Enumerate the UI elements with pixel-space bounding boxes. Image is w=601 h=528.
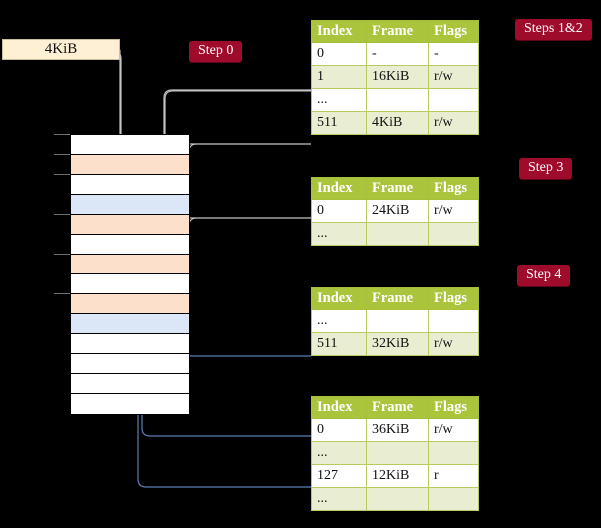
memory-frame-row	[71, 393, 189, 414]
cell-index: ...	[311, 222, 367, 246]
memory-tick-mark	[54, 293, 70, 295]
memory-frame-row	[71, 334, 189, 355]
column-header-flags: Flags	[428, 287, 479, 310]
cell-frame	[366, 309, 429, 333]
page-table-entry-row: ...	[311, 441, 479, 465]
cell-frame	[366, 441, 429, 465]
column-header-index: Index	[311, 177, 367, 200]
memory-frame-row	[71, 194, 189, 215]
memory-frame-row	[71, 214, 189, 235]
cell-flags: r/w	[428, 418, 479, 442]
gray-arrow-step3	[177, 217, 311, 256]
column-header-index: Index	[311, 287, 367, 310]
badge-step-0: Step 0	[189, 41, 243, 62]
column-header-index: Index	[311, 20, 367, 43]
cell-index: 511	[311, 111, 367, 135]
cell-index: 0	[311, 199, 367, 223]
column-header-frame: Frame	[366, 20, 429, 43]
page-table-entry-row: ...	[311, 487, 479, 511]
cell-frame	[366, 222, 429, 246]
cell-frame: 24KiB	[366, 199, 429, 223]
memory-frame-row	[71, 234, 189, 255]
cell-frame: 36KiB	[366, 418, 429, 442]
cell-index: ...	[311, 487, 367, 511]
cell-flags	[428, 88, 479, 112]
column-header-frame: Frame	[366, 177, 429, 200]
badge-step-3: Step 3	[519, 158, 573, 179]
cell-frame: -	[366, 42, 429, 66]
cell-index: 127	[311, 464, 367, 488]
memory-frame-row	[71, 354, 189, 375]
arrow-step0-to-mem	[188, 143, 311, 153]
cell-index: 511	[311, 332, 367, 356]
column-header-flags: Flags	[428, 396, 479, 419]
memory-frame-row	[71, 154, 189, 175]
memory-frame-row	[71, 274, 189, 295]
page-table-entry-row: ...	[311, 222, 479, 246]
cell-frame	[366, 88, 429, 112]
source-page-box: 4KiB	[2, 39, 120, 60]
cell-frame: 12KiB	[366, 464, 429, 488]
cell-index: 0	[311, 418, 367, 442]
cell-flags: r	[428, 464, 479, 488]
page-table-entry-row: ...	[311, 309, 479, 333]
cell-flags: -	[428, 42, 479, 66]
cell-frame: 32KiB	[366, 332, 429, 356]
cell-index: 1	[311, 65, 367, 89]
cell-flags: r/w	[428, 199, 479, 223]
cell-flags	[428, 441, 479, 465]
cell-frame	[366, 487, 429, 511]
cell-flags	[428, 309, 479, 333]
cell-index: ...	[311, 309, 367, 333]
cell-flags	[428, 222, 479, 246]
column-header-flags: Flags	[428, 20, 479, 43]
cell-index: 0	[311, 42, 367, 66]
physical-memory-column	[70, 134, 190, 415]
column-header-frame: Frame	[366, 287, 429, 310]
gray-arrow-lvl3	[177, 143, 311, 176]
cell-flags	[428, 487, 479, 511]
memory-tick-mark	[54, 134, 70, 135]
cell-frame: 16KiB	[366, 65, 429, 89]
column-header-index: Index	[311, 396, 367, 419]
cell-index: ...	[311, 88, 367, 112]
memory-frame-row	[71, 135, 189, 155]
memory-frame-row	[71, 314, 189, 335]
badge-steps-1-2: Steps 1&2	[515, 19, 592, 40]
memory-frame-row	[71, 254, 189, 275]
cell-flags: r/w	[428, 65, 479, 89]
column-header-frame: Frame	[366, 396, 429, 419]
page-table-entry-row: 0--	[311, 42, 479, 66]
cell-frame: 4KiB	[366, 111, 429, 135]
cell-flags: r/w	[428, 332, 479, 356]
page-table-entry-row: ...	[311, 88, 479, 112]
cell-flags: r/w	[428, 111, 479, 135]
memory-frame-row	[71, 294, 189, 315]
memory-tick-mark	[54, 153, 70, 155]
memory-tick-mark	[54, 253, 70, 255]
cell-index: ...	[311, 441, 367, 465]
memory-tick-mark	[54, 213, 70, 215]
source-page-label: 4KiB	[44, 41, 78, 57]
memory-tick-mark	[54, 173, 70, 175]
memory-frame-row	[71, 174, 189, 195]
badge-step-4: Step 4	[517, 265, 571, 286]
arrow-step3	[188, 217, 311, 255]
memory-frame-row	[71, 374, 189, 394]
column-header-flags: Flags	[428, 177, 479, 200]
